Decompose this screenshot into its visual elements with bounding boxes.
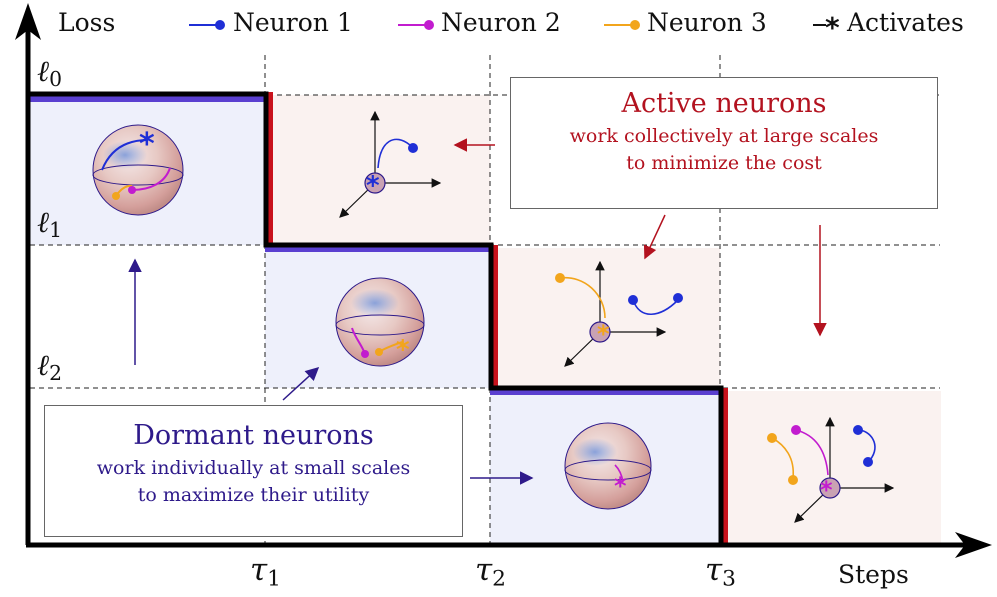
legend-neuron-1: Neuron 1 bbox=[233, 8, 353, 37]
arrow-active-to-icon2 bbox=[643, 214, 666, 260]
axes-icon-3: * bbox=[767, 416, 895, 523]
legend-activates: Activates bbox=[847, 8, 964, 37]
legend-neuron-3: Neuron 3 bbox=[647, 8, 767, 37]
sphere-3: * bbox=[564, 422, 652, 510]
region-active-2 bbox=[493, 248, 720, 388]
active-neurons-line1: work collectively at large scales bbox=[569, 125, 879, 147]
active-neurons-title: Active neurons bbox=[621, 88, 827, 119]
y-tick-l2: ℓ2 bbox=[37, 348, 62, 386]
svg-text:*: * bbox=[597, 320, 610, 348]
legend-markers: * bbox=[189, 11, 840, 44]
svg-text:*: * bbox=[366, 171, 380, 201]
active-neurons-box: Active neurons work collectively at larg… bbox=[510, 77, 938, 209]
x-axis-arrowhead bbox=[955, 532, 992, 558]
region-active-1 bbox=[268, 95, 490, 245]
dormant-neurons-box: Dormant neurons work individually at sma… bbox=[44, 405, 463, 537]
svg-text:*: * bbox=[614, 472, 627, 500]
stair-edge-purple-3 bbox=[490, 389, 723, 395]
axes-icon-2: * bbox=[555, 260, 683, 367]
stair-edge-red-3 bbox=[721, 388, 728, 543]
x-tick-tau3: τ3 bbox=[705, 552, 736, 592]
sphere-2: * bbox=[335, 277, 425, 367]
stair-edge-red-1 bbox=[266, 92, 273, 245]
svg-text:*: * bbox=[825, 11, 840, 44]
active-neurons-line2: to minimize the cost bbox=[626, 152, 822, 174]
svg-text:*: * bbox=[820, 476, 833, 504]
dormant-neurons-line1: work individually at small scales bbox=[96, 457, 411, 479]
loss-staircase bbox=[30, 91, 724, 543]
region-active-3 bbox=[723, 391, 941, 543]
sphere-1: * bbox=[92, 124, 184, 216]
stair-edge-purple-2 bbox=[265, 246, 493, 252]
y-tick-l0: ℓ0 bbox=[37, 54, 62, 92]
legend-neuron-2: Neuron 2 bbox=[441, 8, 561, 37]
x-tick-tau1: τ1 bbox=[250, 552, 281, 592]
svg-text:*: * bbox=[396, 335, 410, 365]
stair-edge-red-2 bbox=[491, 245, 498, 391]
arrow-dormant-to-sphere2 bbox=[282, 366, 320, 401]
y-axis-label: Loss bbox=[58, 8, 116, 37]
x-tick-tau2: τ2 bbox=[475, 552, 506, 592]
axes-icon-1: * bbox=[339, 110, 442, 218]
stair-edge-purple-1 bbox=[30, 96, 268, 102]
dormant-neurons-line2: to maximize their utility bbox=[137, 484, 370, 506]
x-axis-label: Steps bbox=[838, 560, 909, 589]
y-axis-arrowhead bbox=[15, 3, 41, 40]
svg-text:*: * bbox=[139, 127, 155, 162]
dormant-neurons-title: Dormant neurons bbox=[133, 420, 374, 451]
y-tick-l1: ℓ1 bbox=[37, 205, 62, 243]
